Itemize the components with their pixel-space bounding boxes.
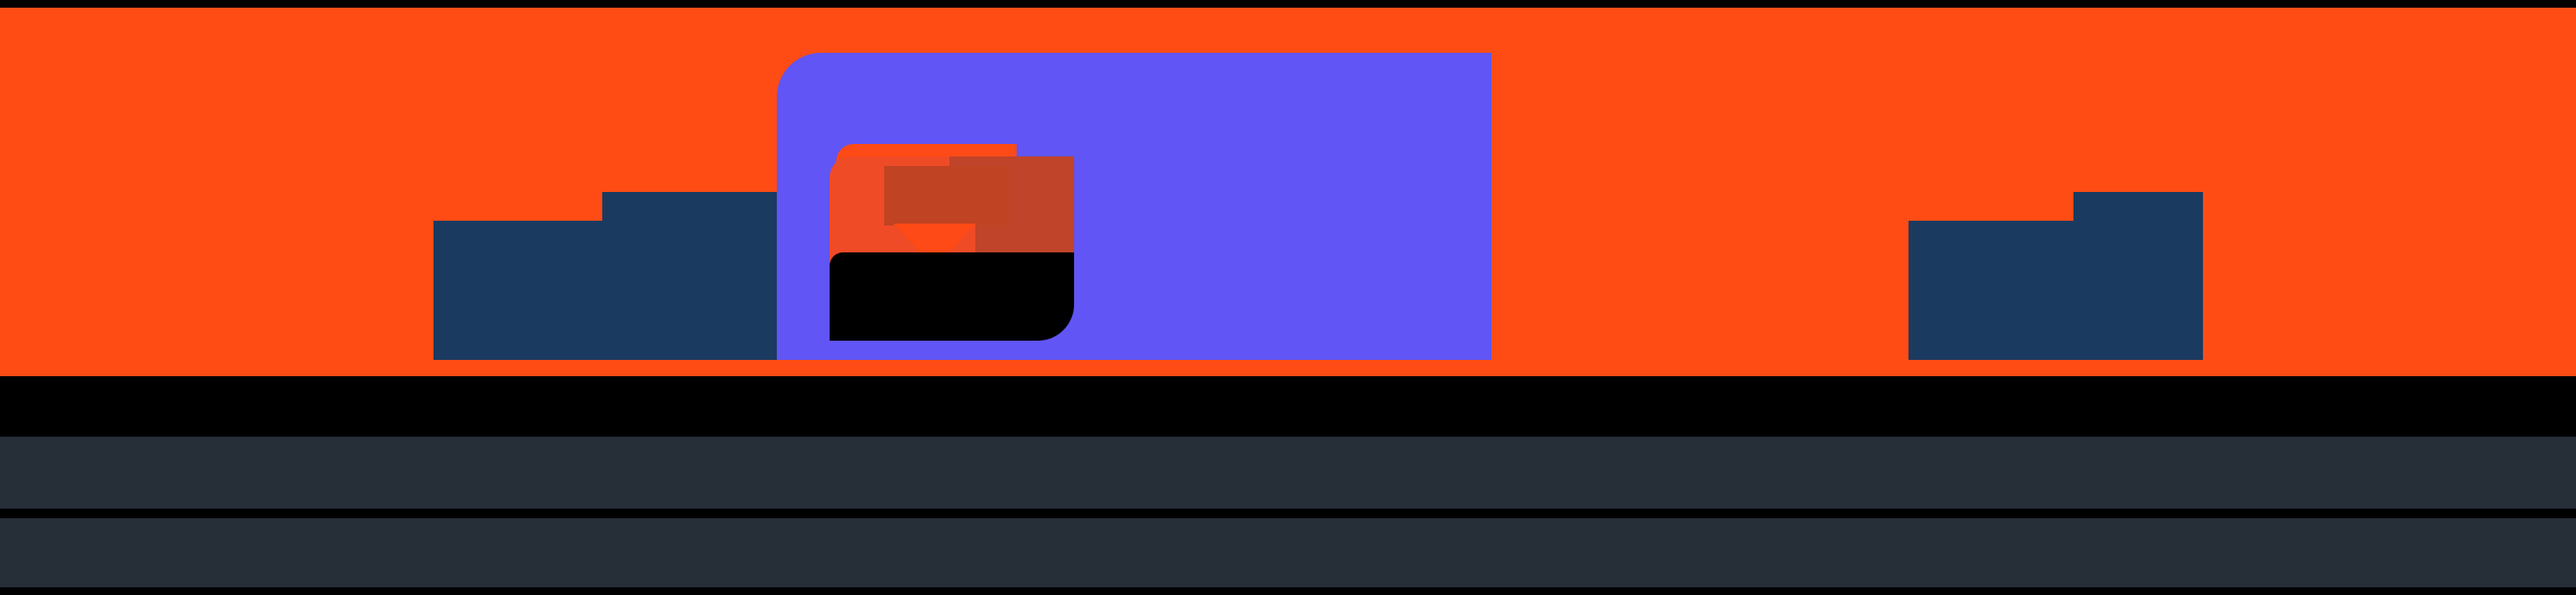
glyph-shadow-shape [830, 252, 1074, 341]
bottom-toolbar-1[interactable] [0, 437, 2576, 509]
bottom-divider [0, 509, 2576, 518]
glyph-deep-block [884, 166, 1009, 226]
bottom-black-band-1 [0, 376, 2576, 437]
top-border [0, 0, 2576, 8]
bottom-border [0, 587, 2576, 595]
content-block-3-upper [2073, 192, 2203, 360]
bottom-toolbar-2[interactable] [0, 518, 2576, 587]
panel-glyph [777, 53, 1491, 360]
content-block-1-lower [433, 221, 602, 360]
overlay-panel[interactable] [777, 53, 1491, 360]
content-block-3-lower [1909, 221, 2073, 360]
content-block-3[interactable] [1909, 192, 2203, 360]
